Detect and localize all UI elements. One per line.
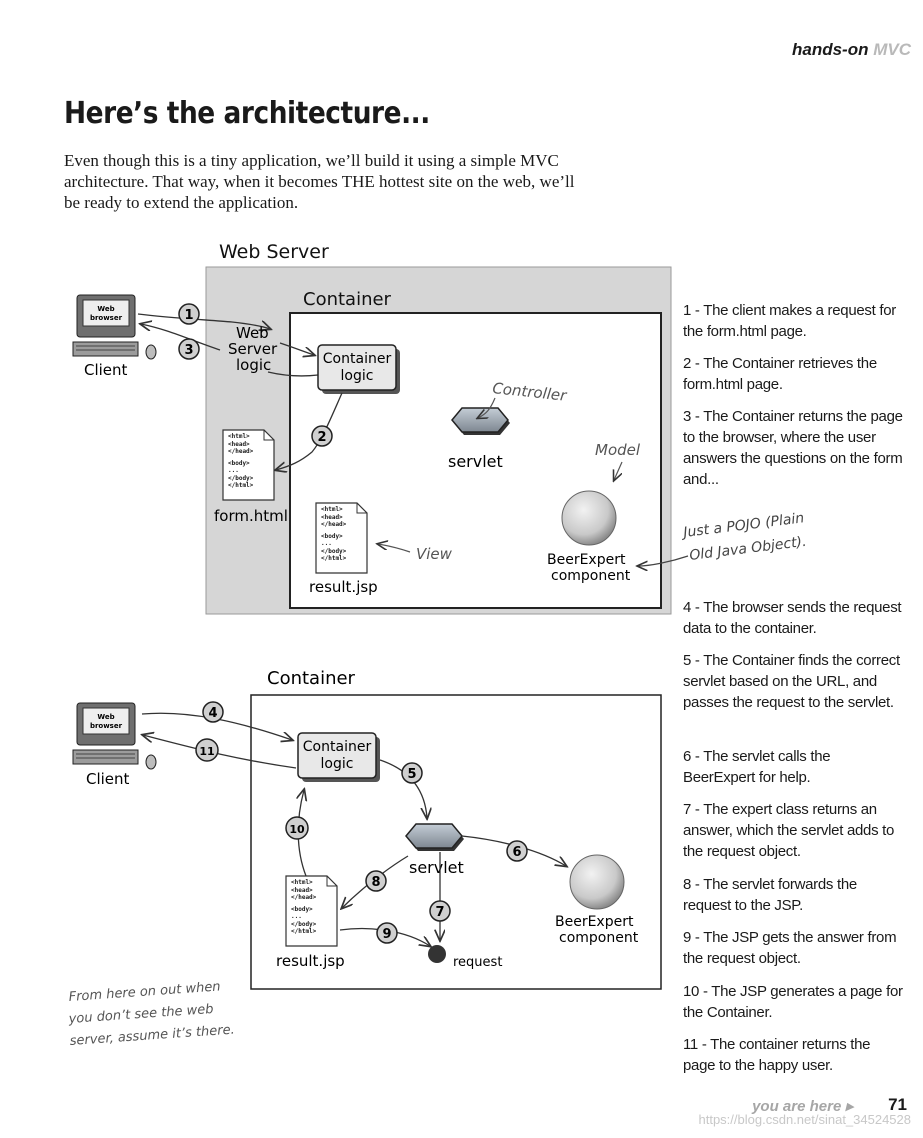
web-server-label: Web Server: [219, 241, 329, 263]
step-badge-3: 3: [178, 338, 200, 360]
header-section: hands-on: [791, 40, 869, 59]
svg-text:Container: Container: [323, 351, 392, 367]
servlet-label: servlet: [448, 452, 503, 471]
web-server-logic-2: Server: [228, 340, 278, 358]
container-logic-box-2: Container logic: [297, 732, 380, 782]
result-jsp-document-icon-2: [285, 875, 338, 947]
step-badge-7: 7: [429, 900, 451, 922]
you-are-here: you are here ▸: [752, 1098, 853, 1115]
servlet-icon-2: [405, 823, 464, 851]
svg-text:Web: Web: [97, 713, 114, 721]
step-badge-5: 5: [401, 762, 423, 784]
intro-paragraph: Even though this is a tiny application, …: [64, 151, 575, 212]
client-computer-icon: Web browser: [72, 294, 157, 360]
client-label-2: Client: [86, 770, 130, 788]
web-server-logic-1: Web: [236, 324, 269, 342]
beerexpert-label-2: component: [551, 568, 631, 584]
step-badge-2: 2: [311, 425, 333, 447]
step-badge-9: 9: [376, 922, 398, 944]
step-badge-1: 1: [178, 303, 200, 325]
step-4: 4 - The browser sends the request data t…: [683, 599, 902, 637]
step-2: 2 - The Container retrieves the form.htm…: [683, 355, 877, 393]
servlet-label-2: servlet: [409, 858, 464, 877]
running-header: hands-on MVC: [792, 40, 911, 60]
client-label: Client: [84, 361, 128, 379]
request-object-dot: [428, 945, 446, 963]
web-server-logic-3: logic: [236, 356, 271, 374]
result-jsp-label: result.jsp: [309, 578, 378, 596]
result-jsp-label-2: result.jsp: [276, 952, 345, 970]
result-jsp-document-icon: [315, 502, 368, 574]
svg-text:Container: Container: [303, 739, 372, 755]
svg-text:6: 6: [512, 845, 521, 860]
svg-text:5: 5: [407, 767, 416, 782]
svg-text:4: 4: [208, 706, 217, 721]
svg-text:7: 7: [435, 905, 444, 920]
svg-text:11: 11: [199, 745, 214, 758]
svg-text:logic: logic: [341, 368, 374, 384]
result-jsp-code-2: <html><head></head> <body>...</body></ht…: [291, 879, 317, 935]
beerexpert-model-ball: [561, 490, 617, 546]
form-html-code: <html><head></head> <body>...</body></ht…: [228, 433, 254, 489]
step-badge-8: 8: [365, 870, 387, 892]
note-line1: From here on out when: [68, 979, 221, 1005]
note-line3: server, assume it’s there.: [69, 1022, 235, 1048]
result-jsp-code: <html><head></head> <body>...</body></ht…: [321, 506, 347, 562]
step-badge-10: 10: [285, 816, 309, 840]
container-logic-box: Container logic: [317, 344, 400, 394]
beerexpert-label-1: BeerExpert: [547, 552, 626, 568]
svg-text:logic: logic: [321, 756, 354, 772]
form-html-document-icon: [222, 429, 275, 501]
step-6: 6 - The servlet calls the BeerExpert for…: [683, 748, 831, 786]
container-label: Container: [303, 289, 392, 310]
step-5: 5 - The Container finds the correct serv…: [683, 652, 900, 711]
watermark: https://blog.csdn.net/sinat_34524528: [698, 1112, 912, 1127]
client-computer-icon-2: Web browser: [72, 702, 157, 770]
svg-text:2: 2: [317, 430, 326, 445]
svg-text:browser: browser: [90, 722, 123, 730]
beerexpert-label-2a: BeerExpert: [555, 914, 634, 930]
step-11: 11 - The container returns the page to t…: [683, 1036, 871, 1074]
svg-text:1: 1: [184, 308, 193, 323]
beerexpert-label-2b: component: [559, 930, 639, 946]
step-badge-6: 6: [506, 840, 528, 862]
step-badge-11: 11: [195, 738, 219, 762]
step-3: 3 - The Container returns the page to th…: [683, 408, 903, 488]
monitor-label-web: Web: [97, 305, 114, 313]
model-label: Model: [595, 441, 641, 459]
request-label: request: [453, 955, 502, 970]
header-section-accent: MVC: [873, 40, 911, 59]
form-html-label: form.html: [214, 507, 288, 525]
step-badge-4: 4: [202, 701, 224, 723]
svg-text:8: 8: [371, 875, 380, 890]
step-7: 7 - The expert class returns an answer, …: [683, 801, 895, 860]
step-9: 9 - The JSP gets the answer from the req…: [683, 929, 897, 967]
step-8: 8 - The servlet forwards the request to …: [683, 876, 857, 914]
servlet-icon: [451, 407, 510, 435]
note-line2: you don’t see the web: [67, 1002, 214, 1027]
view-label: View: [416, 545, 453, 563]
step-1: 1 - The client makes a request for the f…: [683, 302, 896, 340]
step-10: 10 - The JSP generates a page for the Co…: [683, 983, 903, 1021]
beerexpert-model-ball-2: [569, 854, 625, 910]
container-label-2: Container: [267, 668, 356, 689]
svg-text:10: 10: [289, 823, 305, 836]
monitor-label-browser: browser: [90, 314, 123, 322]
page-number: 71: [888, 1095, 907, 1114]
svg-text:3: 3: [184, 343, 193, 358]
svg-text:9: 9: [382, 927, 391, 942]
page-title: Here’s the architecture...: [64, 96, 430, 131]
